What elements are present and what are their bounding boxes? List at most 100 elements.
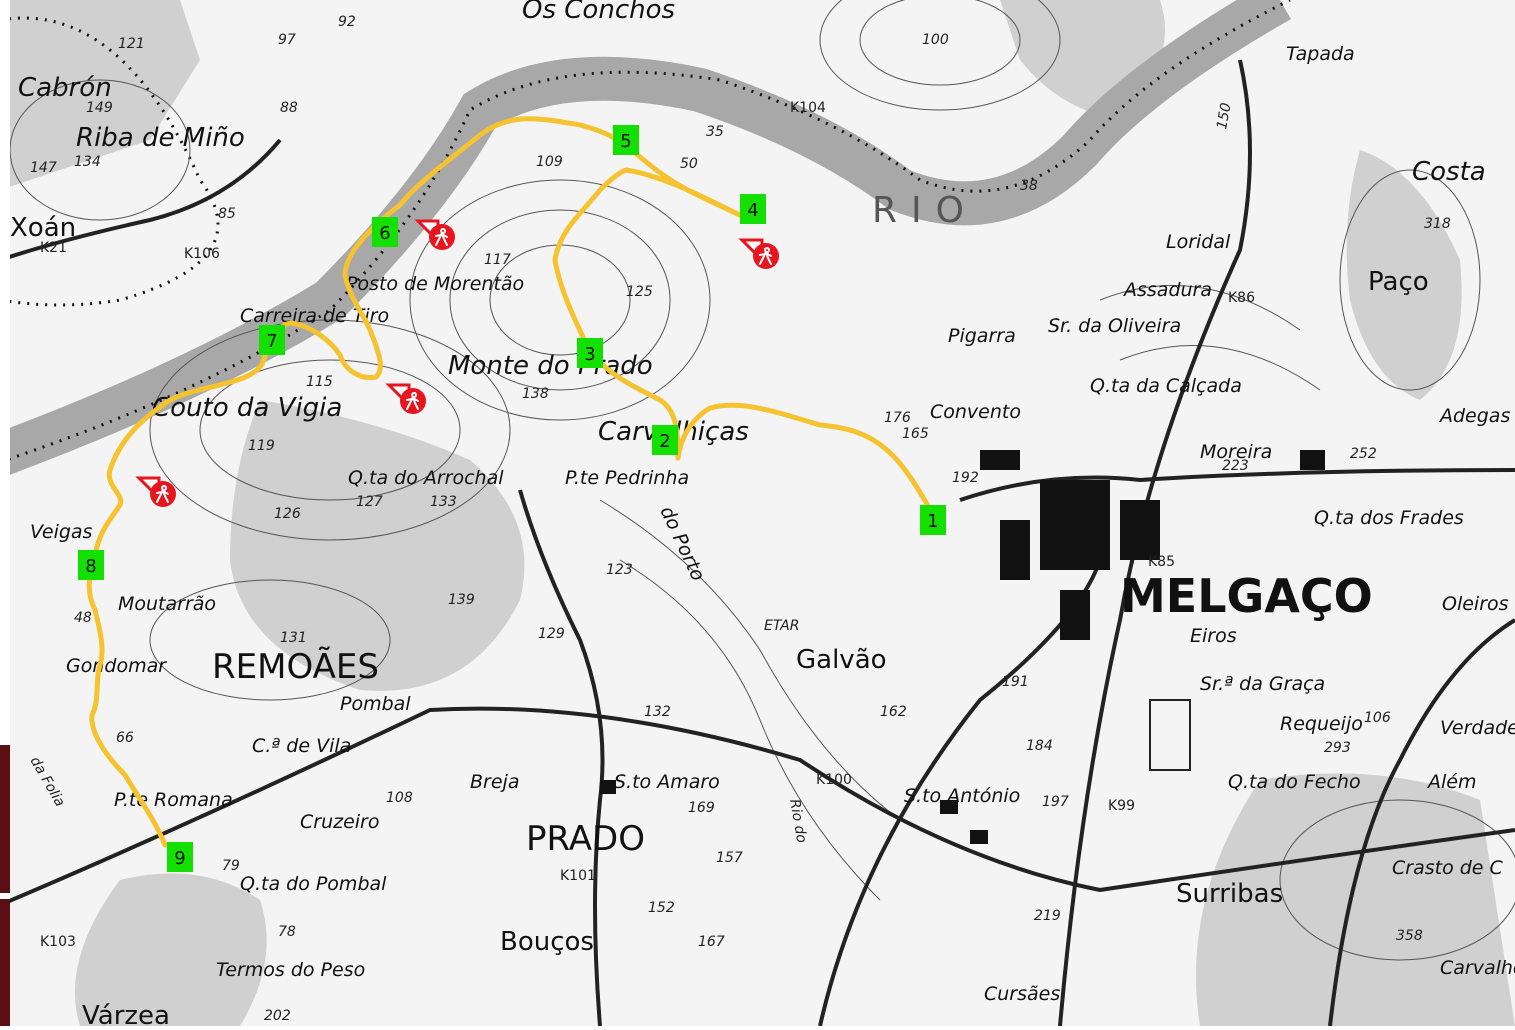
hiker-figure	[156, 485, 169, 503]
label-boucos: Bouços	[500, 927, 594, 957]
town-blocks	[600, 450, 1325, 844]
label-os-conchos: Os Conchos	[522, 0, 675, 25]
elev-78: 78	[278, 924, 296, 940]
hiker-figure	[406, 392, 419, 410]
elev-123: 123	[606, 562, 633, 578]
label-c-vila: C.ª de Vila	[252, 735, 351, 757]
left-edge-strip-gap	[0, 893, 10, 899]
hiker-icon[interactable]	[738, 238, 779, 269]
label-prado: PRADO	[526, 819, 645, 859]
waypoint-box	[920, 505, 946, 535]
waypoint-box	[372, 217, 398, 247]
elev-50: 50	[680, 156, 698, 172]
waypoint-box	[259, 325, 285, 355]
label-breja: Breja	[470, 771, 519, 793]
elev-35: 35	[706, 124, 724, 140]
waypoint-7[interactable]: 7	[259, 325, 285, 355]
label-sra-graca: Sr.ª da Graça	[1200, 673, 1325, 695]
elev-138: 138	[522, 386, 549, 402]
label-costa: Costa	[1412, 157, 1486, 187]
waypoint-5[interactable]: 5	[613, 125, 639, 155]
elev-85: 85	[218, 206, 236, 222]
label-qta-frades: Q.ta dos Frades	[1314, 507, 1464, 529]
elev-202: 202	[264, 1008, 291, 1024]
elev-100: 100	[922, 32, 949, 48]
elev-92: 92	[338, 14, 356, 30]
waypoint-9[interactable]: 9	[167, 842, 193, 872]
label-riba-minho: Riba de Miño	[76, 123, 245, 153]
hiker-icon[interactable]	[135, 476, 176, 507]
waypoint-label: 1	[927, 511, 938, 532]
hiker-icon[interactable]	[385, 383, 426, 414]
label-rio-porto: do Porto	[655, 503, 709, 585]
waypoint-6[interactable]: 6	[372, 217, 398, 247]
label-tapada: Tapada	[1286, 43, 1355, 65]
label-pte-romana: P.te Romana	[114, 789, 233, 811]
road-k103: K103	[40, 934, 76, 950]
label-qta-arrochal: Q.ta do Arrochal	[348, 467, 504, 489]
label-assadura: Assadura	[1122, 279, 1212, 301]
label-rio-folia: da Folia	[27, 754, 68, 810]
label-sr-oliveira: Sr. da Oliveira	[1048, 315, 1181, 337]
hiker-badge	[150, 481, 176, 507]
label-requeijo: Requeijo	[1280, 713, 1363, 735]
road-k86: K86	[1228, 290, 1255, 306]
waypoint-2[interactable]: 2	[652, 425, 678, 455]
label-melgaco: MELGAÇO	[1120, 569, 1373, 623]
label-verdade: Verdade	[1440, 717, 1515, 739]
road-k85: K85	[1148, 554, 1175, 570]
hiker-badge	[753, 243, 779, 269]
label-cursaes: Cursães	[984, 983, 1060, 1005]
waypoint-4[interactable]: 4	[740, 194, 766, 224]
elev-192: 192	[952, 470, 979, 486]
waypoint-3[interactable]: 3	[577, 338, 603, 368]
waypoint-box	[167, 842, 193, 872]
road-k99: K99	[1108, 798, 1135, 814]
elev-252: 252	[1350, 446, 1377, 462]
label-couto-vigia: Couto da Vigia	[152, 393, 342, 423]
label-convento: Convento	[930, 401, 1021, 423]
waypoint-1[interactable]: 1	[920, 505, 946, 535]
elev-157: 157	[716, 850, 743, 866]
label-termos-peso: Termos do Peso	[216, 959, 365, 981]
hiker-icon[interactable]	[414, 219, 455, 250]
left-edge-strip	[0, 745, 10, 1026]
elev-108: 108	[386, 790, 413, 806]
sports-field	[1149, 699, 1191, 771]
label-etar: ETAR	[764, 618, 799, 634]
elev-127: 127	[356, 494, 383, 510]
elev-126: 126	[274, 506, 301, 522]
label-galvao: Galvão	[796, 645, 887, 675]
railway-line-2	[0, 16, 220, 307]
waypoint-8[interactable]: 8	[78, 550, 104, 580]
waypoint-box	[740, 194, 766, 224]
road-k101: K101	[560, 868, 596, 884]
elev-119: 119	[248, 438, 275, 454]
waypoint-box	[613, 125, 639, 155]
label-moutarrao: Moutarrão	[118, 593, 216, 615]
elev-191: 191	[1002, 674, 1029, 690]
elev-115: 115	[306, 374, 333, 390]
label-qta-fecho: Q.ta do Fecho	[1228, 771, 1361, 793]
elev-106: 106	[1364, 710, 1391, 726]
waypoint-label: 6	[379, 223, 390, 244]
label-rio: RIO	[872, 190, 978, 231]
elev-48: 48	[74, 610, 92, 626]
hiking-route[interactable]	[86, 116, 939, 848]
road-k21: K21	[40, 240, 67, 256]
road-k106: K106	[184, 246, 220, 262]
markers-layer	[135, 219, 779, 507]
elev-97: 97	[278, 32, 296, 48]
elev-169: 169	[688, 800, 715, 816]
hiker-badge	[429, 224, 455, 250]
elevation-labels: 100 121 149 147 134 85 88 97 92 109 117 …	[30, 14, 1451, 1024]
hiker-figure	[759, 247, 772, 265]
waypoint-label: 3	[584, 344, 595, 365]
label-eiros: Eiros	[1190, 625, 1237, 647]
label-cruzeiro: Cruzeiro	[300, 811, 380, 833]
elev-134: 134	[74, 154, 101, 170]
